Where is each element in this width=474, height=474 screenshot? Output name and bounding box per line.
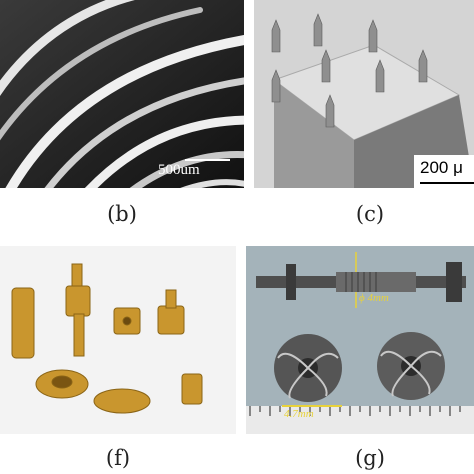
scale-bar-c — [420, 182, 474, 184]
sem-panel-b: 500um — [0, 0, 244, 188]
dim-label-g: ϕ 4mm — [359, 292, 389, 304]
caption-f: (f) — [105, 446, 131, 470]
caption-g: (g) — [355, 446, 385, 470]
photo-panel-g: ϕ 4mm 4.7mm — [246, 246, 474, 434]
turbine-parts-image — [246, 246, 474, 434]
scale-label-b: 500um — [158, 162, 200, 178]
caption-c: (c) — [355, 202, 385, 226]
micro-pillars-image — [254, 0, 474, 188]
sem-panel-c: 200 μ — [254, 0, 474, 188]
caption-b: (b) — [107, 202, 137, 226]
ruler-label-g: 4.7mm — [284, 408, 314, 420]
brass-parts-image — [0, 246, 236, 434]
spiral-grooves-image — [0, 0, 244, 188]
photo-panel-f — [0, 246, 236, 434]
scale-label-c: 200 μ — [420, 158, 463, 177]
